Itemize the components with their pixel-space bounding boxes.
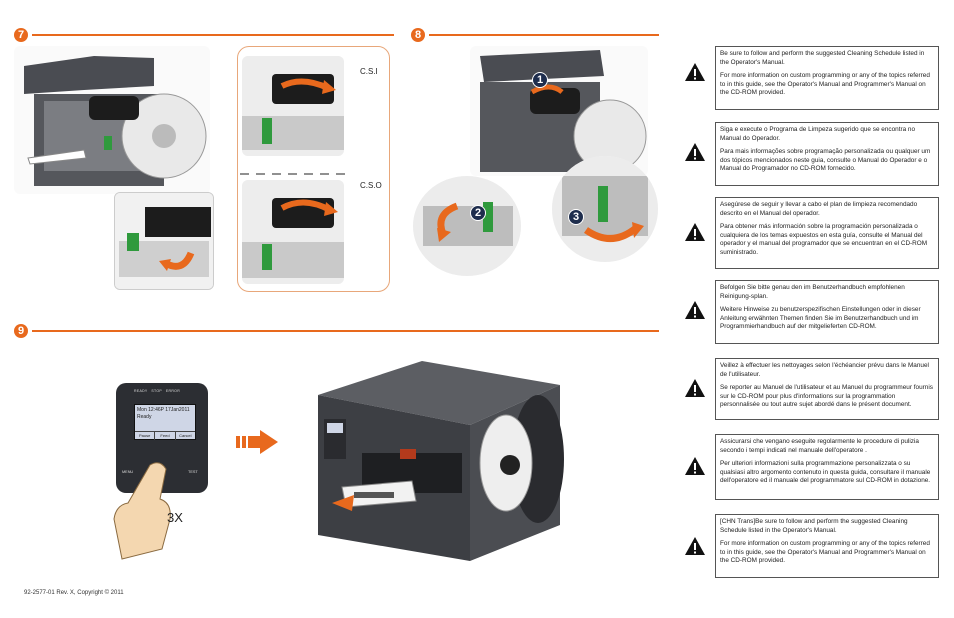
test-key[interactable]: TEST <box>188 470 198 474</box>
warning-de-p2: Weitere Hinweise zu benutzerspezifischen… <box>720 306 921 331</box>
warning-icon <box>685 379 705 397</box>
marker-3: 3 <box>568 209 584 225</box>
step-9-rule <box>32 330 659 332</box>
copyright-footer: 92-2577-01 Rev. X, Copyright © 2011 <box>24 590 124 596</box>
printer-open-illustration <box>24 56 207 186</box>
softkey-cancel[interactable]: Cancel <box>179 433 192 438</box>
warning-it-p2: Per ulteriori informazioni sulla program… <box>720 460 931 485</box>
warning-zh-p2: For more information on custom programmi… <box>720 540 930 565</box>
led-stop: STOP <box>151 389 163 393</box>
warning-box-es: Asegúrese de seguir y llevar a cabo el p… <box>715 197 939 269</box>
softkey-feed[interactable]: Feed <box>155 432 176 440</box>
softkey-pause[interactable]: Pause <box>135 432 156 440</box>
warning-icon <box>685 537 705 555</box>
warning-box-zh: [CHN Trans]Be sure to follow and perform… <box>715 514 939 578</box>
cso-illustration <box>242 180 344 284</box>
step-9-badge: 9 <box>14 324 28 338</box>
warning-icon <box>685 223 705 241</box>
finger-press-illustration <box>113 462 171 560</box>
warning-it-p1: Assicurarsi che vengano eseguite regolar… <box>720 438 919 454</box>
warning-box-en: Be sure to follow and perform the sugges… <box>715 46 939 110</box>
warning-box-de: Befolgen Sie bitte genau den im Benutzer… <box>715 280 939 344</box>
led-labels: READY STOP ERROR <box>134 389 180 393</box>
warning-en-p2: For more information on custom programmi… <box>720 72 930 97</box>
warning-box-it: Assicurarsi che vengano eseguite regolar… <box>715 434 939 500</box>
step-8-printer-illustration <box>470 46 648 176</box>
led-error: ERROR <box>165 389 181 393</box>
marker-1: 1 <box>532 72 548 88</box>
control-panel: READY STOP ERROR Mon 12:46P 17Jan2011 Re… <box>116 383 208 493</box>
ribbon-lever-illustration <box>115 193 213 289</box>
warning-pt-p1: Siga e execute o Programa de Limpeza sug… <box>720 126 916 142</box>
warning-es-p2: Para obtener más información sobre la pr… <box>720 223 928 256</box>
warning-de-p1: Befolgen Sie bitte genau den im Benutzer… <box>720 284 905 300</box>
warning-en-p1: Be sure to follow and perform the sugges… <box>720 50 925 66</box>
menu-key[interactable]: MENU <box>122 470 134 474</box>
printer-closed-illustration <box>318 361 564 561</box>
step-8-badge: 8 <box>411 28 425 42</box>
csi-illustration <box>242 56 344 156</box>
lcd-screen: Mon 12:46P 17Jan2011 Ready Pause Feed Ca… <box>134 404 196 440</box>
cso-panel <box>242 180 344 284</box>
step-8-rule <box>429 34 659 36</box>
warning-pt-p2: Para mais informações sobre programação … <box>720 148 931 173</box>
step-8-zoom-right <box>552 156 658 262</box>
warning-icon <box>685 143 705 161</box>
warning-zh-p1: [CHN Trans]Be sure to follow and perform… <box>720 518 908 534</box>
marker-2: 2 <box>470 205 486 221</box>
warning-box-fr: Veillez à effectuer les nettoyages selon… <box>715 358 939 420</box>
warning-box-pt: Siga e execute o Programa de Limpeza sug… <box>715 122 939 186</box>
lcd-line-2: Ready <box>137 414 152 420</box>
warning-icon <box>685 63 705 81</box>
warning-fr-p2: Se reporter au Manuel de l'utilisateur e… <box>720 384 933 409</box>
step-7-printer-illustration <box>14 46 210 194</box>
step-8-zoom-left <box>413 176 521 276</box>
warning-es-p1: Asegúrese de seguir y llevar a cabo el p… <box>720 201 918 217</box>
warning-icon <box>685 301 705 319</box>
warning-fr-p1: Veillez à effectuer les nettoyages selon… <box>720 362 929 378</box>
csi-panel <box>242 56 344 156</box>
step-7-badge: 7 <box>14 28 28 42</box>
latch-illustration-right <box>552 156 658 262</box>
step-7-detail-zoom <box>114 192 214 290</box>
right-arrow-icon <box>236 430 278 454</box>
dashed-divider <box>240 173 348 175</box>
step-7-rule <box>32 34 394 36</box>
latch-illustration-left <box>413 176 521 276</box>
csi-label: C.S.I <box>360 67 378 76</box>
printer-ribbon-illustration <box>480 50 647 173</box>
lcd-line-1: Mon 12:46P 17Jan2011 <box>137 407 190 413</box>
cso-label: C.S.O <box>360 181 382 190</box>
warning-icon <box>685 457 705 475</box>
softkey-row: Pause Feed Cancel <box>135 431 195 440</box>
led-ready: READY <box>134 389 148 393</box>
press-count: 3X <box>167 510 183 525</box>
